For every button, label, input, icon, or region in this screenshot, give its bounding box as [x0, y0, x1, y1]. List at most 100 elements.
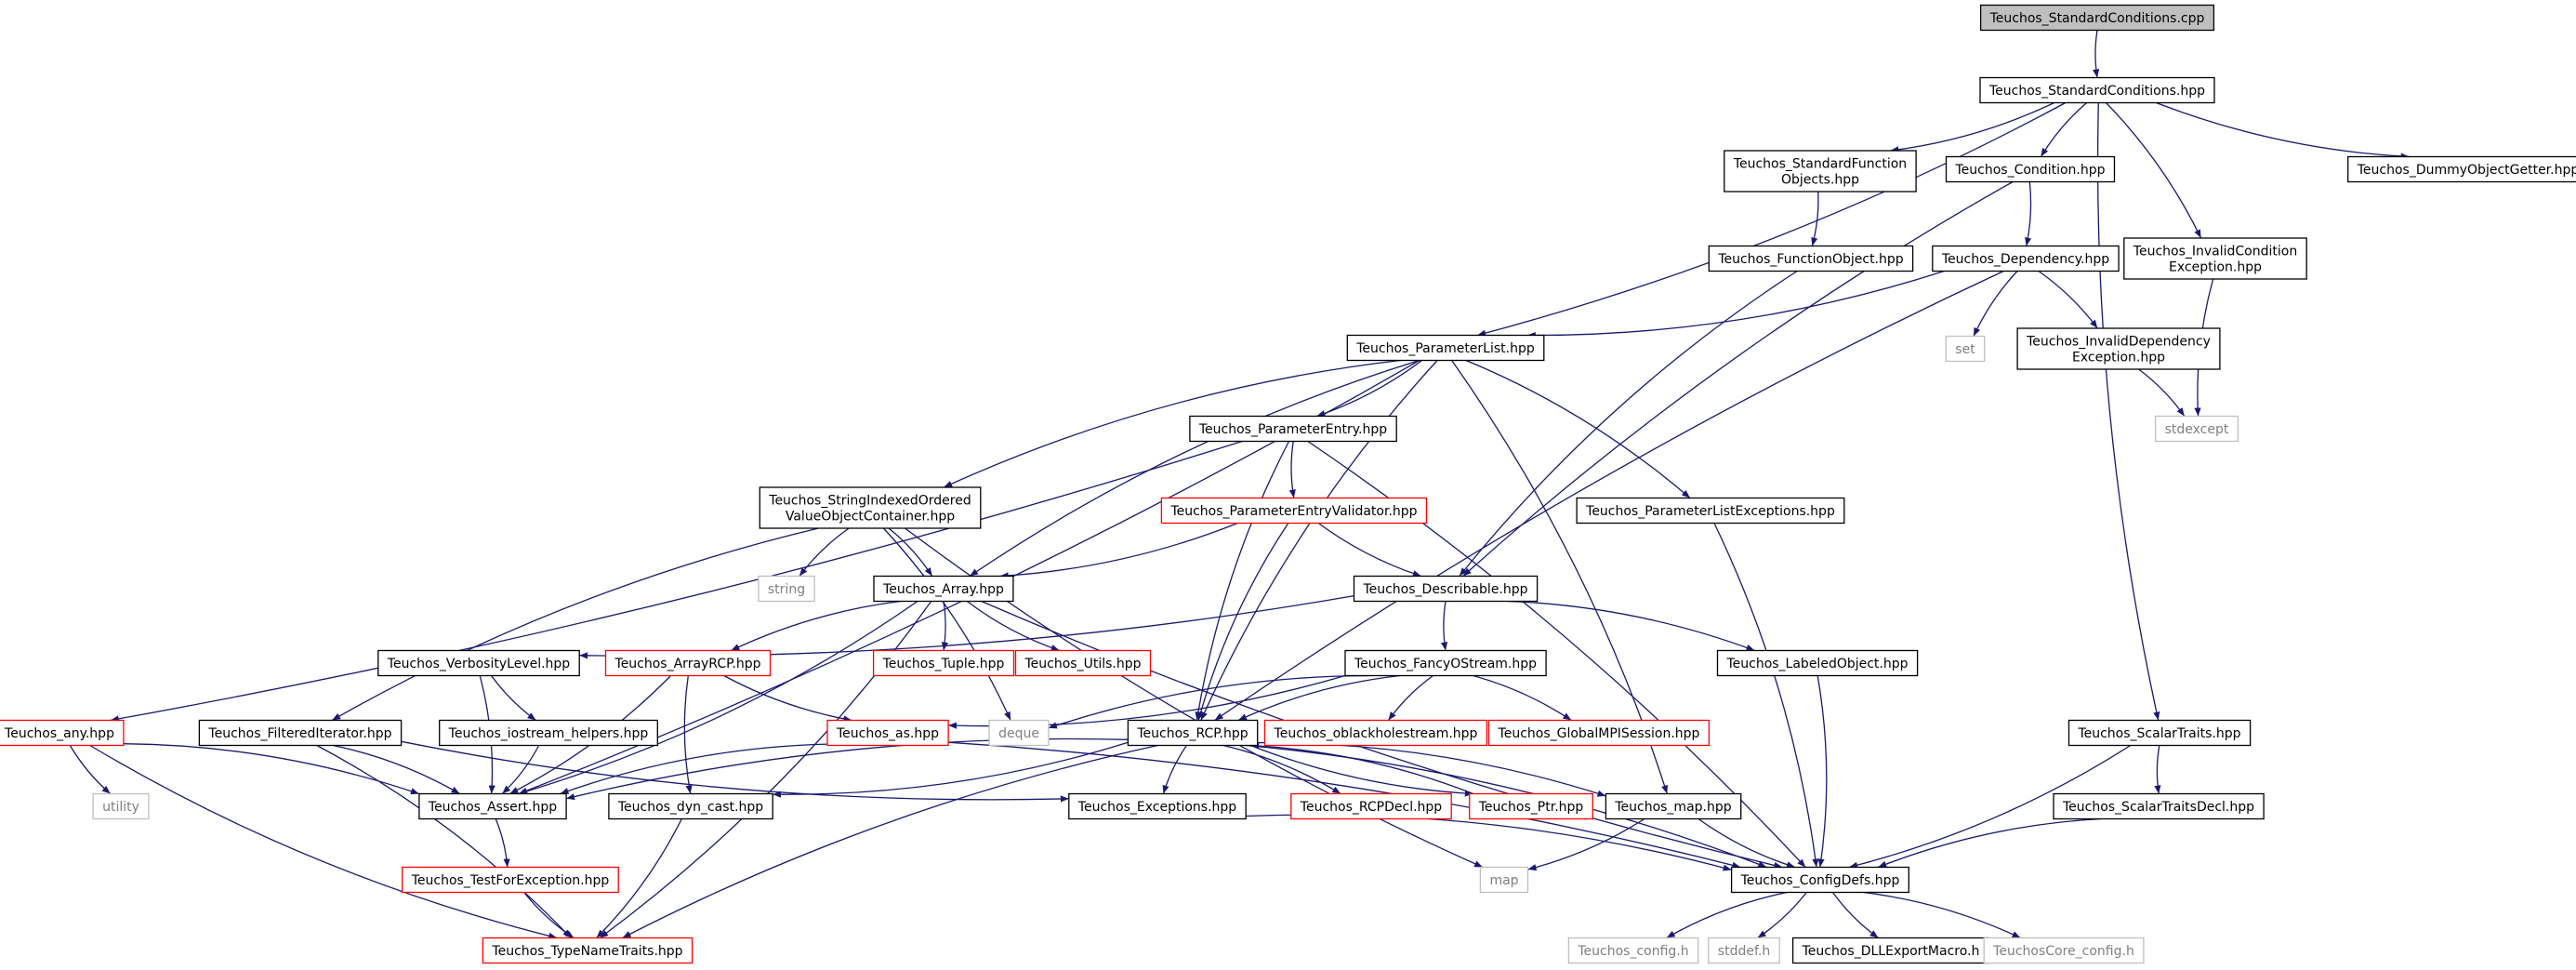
node-labeled[interactable]: Teuchos_LabeledObject.hpp: [1716, 649, 1919, 677]
node-exceptions[interactable]: Teuchos_Exceptions.hpp: [1068, 792, 1247, 820]
node-oblack[interactable]: Teuchos_oblackholestream.hpp: [1263, 719, 1488, 747]
node-dyncast[interactable]: Teuchos_dyn_cast.hpp: [608, 792, 773, 820]
node-maphpp[interactable]: Teuchos_map.hpp: [1605, 792, 1742, 820]
node-label: Teuchos_DummyObjectGetter.hpp: [2357, 163, 2576, 178]
node-box: [1791, 937, 1990, 964]
node-label: Teuchos_ScalarTraits.hpp: [2077, 726, 2240, 741]
node-box: [1487, 719, 1711, 747]
node-box: [1730, 866, 1909, 894]
node-box: [1979, 76, 2215, 104]
node-stdcond[interactable]: Teuchos_StandardConditions.hpp: [1979, 76, 2215, 104]
node-label: utility: [102, 800, 139, 815]
node-label: Teuchos_TestForException.hpp: [411, 873, 610, 888]
node-funcobj[interactable]: Teuchos_FunctionObject.hpp: [1708, 245, 1914, 272]
edge-configdefs-to-dll: [1831, 892, 1879, 939]
node-label: Teuchos_oblackholestream.hpp: [1274, 726, 1478, 741]
node-condition[interactable]: Teuchos_Condition.hpp: [1945, 155, 2116, 183]
edge-verbosity-to-iostream: [490, 675, 536, 722]
node-box: [1979, 4, 2215, 32]
edge-stdcond-to-condition: [2040, 102, 2088, 157]
node-label: Teuchos_Utils.hpp: [1024, 657, 1142, 671]
node-deque[interactable]: deque: [988, 719, 1050, 747]
node-stddef[interactable]: stddef.h: [1708, 937, 1780, 964]
edge-sivoc-to-array: [888, 527, 933, 577]
edge-scalartraits-to-stdecl: [2154, 745, 2161, 794]
node-tuple[interactable]: Teuchos_Tuple.hpp: [872, 649, 1015, 677]
node-box: [402, 866, 619, 894]
edge-rcp-to-dyncast: [773, 741, 1129, 798]
node-label: string: [768, 582, 805, 597]
node-box: [1576, 497, 1845, 525]
node-coreconfig[interactable]: TeuchosCore_config.h: [1983, 937, 2145, 964]
node-paramentry[interactable]: Teuchos_ParameterEntry.hpp: [1189, 415, 1397, 443]
node-label: Teuchos_config.h: [1577, 944, 1688, 959]
edge-as-to-configdefs: [947, 741, 1741, 869]
node-dependency[interactable]: Teuchos_Dependency.hpp: [1932, 245, 2120, 272]
edge-dependency-to-rcp: [1214, 270, 2004, 722]
edge-funcobj-to-describable: [1459, 270, 1798, 577]
edge-labeled-to-configdefs: [1816, 675, 1828, 868]
edge-fancy-to-rcp: [1237, 674, 1401, 722]
edge-describable-to-fancy: [1441, 601, 1448, 651]
node-plexc[interactable]: Teuchos_ParameterListExceptions.hpp: [1576, 497, 1845, 525]
node-label: Teuchos_ParameterEntry.hpp: [1198, 422, 1387, 437]
node-arrayrcp[interactable]: Teuchos_ArrayRCP.hpp: [604, 649, 772, 677]
node-string[interactable]: string: [758, 575, 815, 603]
node-paramlist[interactable]: Teuchos_ParameterList.hpp: [1346, 334, 1545, 362]
node-ptr[interactable]: Teuchos_Ptr.hpp: [1469, 792, 1593, 820]
node-box: [1346, 334, 1545, 362]
node-configdefs[interactable]: Teuchos_ConfigDefs.hpp: [1730, 866, 1909, 894]
edge-array-to-assert: [518, 600, 918, 795]
node-verbosity[interactable]: Teuchos_VerbosityLevel.hpp: [377, 649, 580, 677]
node-scalartraits[interactable]: Teuchos_ScalarTraits.hpp: [2067, 719, 2252, 747]
node-array[interactable]: Teuchos_Array.hpp: [873, 575, 1014, 603]
node-map[interactable]: map: [1479, 866, 1529, 894]
node-fancy[interactable]: Teuchos_FancyOStream.hpp: [1344, 649, 1547, 677]
node-label: Teuchos_FilteredIterator.hpp: [207, 726, 391, 741]
node-label: Teuchos_InvalidCondition: [2133, 245, 2297, 259]
node-label: Exception.hpp: [2169, 260, 2262, 275]
node-filtered[interactable]: Teuchos_FilteredIterator.hpp: [198, 719, 403, 747]
node-box: [1344, 649, 1547, 677]
node-cpp[interactable]: Teuchos_StandardConditions.cpp: [1979, 4, 2215, 32]
node-box: [1189, 415, 1397, 443]
node-utils[interactable]: Teuchos_Utils.hpp: [1014, 649, 1152, 677]
node-set[interactable]: set: [1945, 335, 1986, 363]
node-utility[interactable]: utility: [92, 792, 150, 820]
node-box: [758, 575, 815, 603]
node-pev[interactable]: Teuchos_ParameterEntryValidator.hpp: [1160, 497, 1428, 525]
edge-sivoc-to-string: [799, 527, 850, 577]
node-testfor[interactable]: Teuchos_TestForException.hpp: [402, 866, 619, 894]
node-rcpdecl[interactable]: Teuchos_RCPDecl.hpp: [1290, 792, 1452, 820]
node-assert[interactable]: Teuchos_Assert.hpp: [418, 792, 567, 820]
node-box: [1708, 245, 1914, 272]
node-label: Teuchos_Exceptions.hpp: [1077, 800, 1236, 815]
node-box: [1932, 245, 2120, 272]
node-label: Teuchos_any.hpp: [4, 726, 114, 741]
node-stdexcept[interactable]: stdexcept: [2154, 415, 2239, 443]
node-box: [608, 792, 773, 820]
edge-maphpp-to-configdefs: [1698, 817, 1796, 869]
node-describable[interactable]: Teuchos_Describable.hpp: [1353, 575, 1539, 603]
node-rcp[interactable]: Teuchos_RCP.hpp: [1127, 719, 1259, 747]
node-mpi[interactable]: Teuchos_GlobalMPISession.hpp: [1487, 719, 1711, 747]
node-label: Teuchos_map.hpp: [1614, 800, 1731, 815]
node-dll[interactable]: Teuchos_DLLExportMacro.h: [1791, 937, 1990, 964]
edge-fancy-to-oblack: [1387, 674, 1433, 721]
node-typename[interactable]: Teuchos_TypeNameTraits.hpp: [482, 937, 694, 964]
node-configh[interactable]: Teuchos_config.h: [1567, 937, 1699, 964]
node-label: Teuchos_StringIndexedOrdered: [768, 494, 971, 509]
node-stdecl[interactable]: Teuchos_ScalarTraitsDecl.hpp: [2053, 792, 2265, 820]
node-sivoc[interactable]: Teuchos_StringIndexedOrderedValueObjectC…: [759, 486, 982, 529]
node-any[interactable]: Teuchos_any.hpp: [0, 719, 125, 747]
node-label: Teuchos_VerbosityLevel.hpp: [387, 657, 571, 671]
node-as[interactable]: Teuchos_as.hpp: [826, 719, 949, 747]
node-dummy[interactable]: Teuchos_DummyObjectGetter.hpp: [2347, 155, 2576, 183]
node-iostream[interactable]: Teuchos_iostream_helpers.hpp: [439, 719, 658, 747]
edge-stdcond-to-paramlist: [1477, 101, 2067, 337]
edge-stdcond-to-stdfunc: [1890, 101, 2055, 153]
edge-paramentry-to-pev: [1288, 441, 1296, 498]
